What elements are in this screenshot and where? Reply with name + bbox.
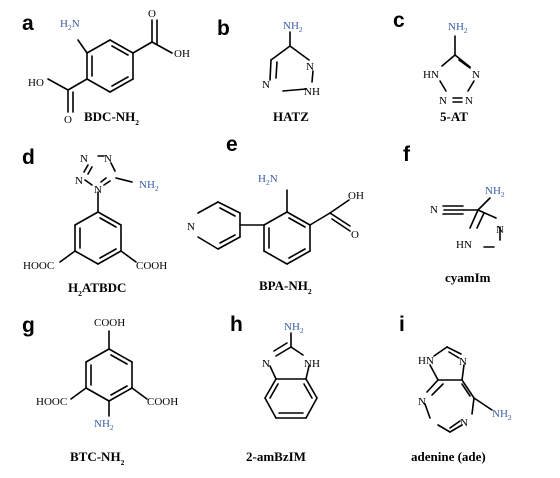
nh-label-b: NH bbox=[304, 86, 320, 98]
panel-b: b NH2 N NH N HATZ bbox=[217, 17, 320, 124]
panel-f: f N NH2 HN N cyamIm bbox=[403, 143, 505, 285]
amine-label-g: NH2 bbox=[94, 418, 114, 432]
amine-label-f: NH2 bbox=[485, 185, 505, 199]
compound-name-f: cyamIm bbox=[445, 270, 491, 285]
structure-b bbox=[269, 31, 314, 92]
nh-label-h: NH bbox=[304, 358, 320, 370]
amine-label-d: NH2 bbox=[139, 179, 159, 193]
carboxyl-label-d-right: COOH bbox=[136, 260, 167, 272]
compound-name-h: 2-amBzIM bbox=[246, 449, 306, 464]
hydroxyl-label-a-right: OH bbox=[174, 48, 190, 60]
carboxyl-label-g-top: COOH bbox=[94, 317, 125, 329]
carboxyl-label-g-right: COOH bbox=[147, 396, 178, 408]
nitrogen-label-h: N bbox=[262, 358, 270, 370]
nitrile-nitrogen-label-f: N bbox=[430, 204, 438, 216]
structure-f bbox=[442, 197, 501, 248]
compound-name-e: BPA-NH2 bbox=[259, 278, 312, 296]
panel-i: i HN N N N NH2 adenine (ade) bbox=[399, 313, 512, 464]
compound-name-b: HATZ bbox=[273, 109, 309, 124]
nitrogen-label-b-2: N bbox=[262, 79, 270, 91]
panel-letter-b: b bbox=[217, 17, 230, 40]
oxygen-label-a-right: O bbox=[148, 8, 156, 20]
carboxyl-label-d-left: HOOC bbox=[23, 260, 54, 272]
structure-h bbox=[264, 332, 318, 419]
nitrogen-label-i-2: N bbox=[418, 396, 426, 408]
panel-e: e N H2N OH O BPA bbox=[187, 133, 364, 296]
panel-letter-h: h bbox=[230, 313, 243, 336]
nitrogen-label-d-2: N bbox=[104, 153, 112, 165]
amine-label-h: NH2 bbox=[284, 321, 304, 335]
nitrogen-label-i-3: N bbox=[460, 417, 468, 429]
nitrogen-label-f: N bbox=[496, 224, 504, 236]
nitrogen-label-b-1: N bbox=[306, 61, 314, 73]
compound-name-i: adenine (ade) bbox=[411, 449, 486, 464]
nitrogen-label-d-1: N bbox=[80, 153, 88, 165]
panel-letter-g: g bbox=[22, 314, 35, 337]
amine-label-c: NH2 bbox=[448, 21, 468, 35]
panel-h: h NH2 N NH 2-amBzIM bbox=[230, 313, 320, 464]
hn-label-f: HN bbox=[456, 239, 472, 251]
compound-name-c: 5-AT bbox=[440, 109, 468, 124]
hydroxyl-label-e: OH bbox=[348, 190, 364, 202]
structure-e bbox=[197, 189, 351, 265]
hn-label-c: HN bbox=[423, 69, 439, 81]
panel-letter-d: d bbox=[22, 146, 35, 169]
compound-name-d: H2ATBDC bbox=[68, 280, 126, 298]
nitrogen-label-c-1: N bbox=[472, 69, 480, 81]
structure-a bbox=[47, 19, 173, 113]
structure-g bbox=[70, 330, 148, 417]
panel-letter-a: a bbox=[22, 12, 34, 35]
amine-label-a: H2N bbox=[60, 18, 80, 32]
panel-a: a H2N HO O O OH BDC-NH2 bbox=[22, 8, 190, 127]
amine-label-b: NH2 bbox=[283, 20, 303, 34]
nitrogen-label-c-2: N bbox=[439, 95, 447, 107]
oxygen-label-e: O bbox=[351, 229, 359, 241]
nitrogen-label-d-3: N bbox=[75, 175, 83, 187]
panel-letter-c: c bbox=[393, 9, 405, 32]
structure-i bbox=[424, 346, 493, 433]
nitrogen-label-c-3: N bbox=[465, 95, 473, 107]
panel-d: d N N N N NH2 HOOC COO bbox=[22, 146, 167, 298]
hn-label-i: HN bbox=[418, 355, 434, 367]
compound-name-g: BTC-NH2 bbox=[70, 449, 125, 467]
pyridine-nitrogen-label-e: N bbox=[187, 221, 195, 233]
hydroxyl-label-a-left: HO bbox=[28, 77, 44, 89]
compound-name-a: BDC-NH2 bbox=[84, 109, 139, 127]
oxygen-label-a-left: O bbox=[64, 114, 72, 126]
panel-c: c NH2 HN N N N 5-AT bbox=[393, 9, 480, 124]
carboxyl-label-g-left: HOOC bbox=[36, 396, 67, 408]
amine-label-e: H2N bbox=[258, 173, 278, 187]
nitrogen-label-d-4: N bbox=[94, 184, 102, 196]
structure-c bbox=[439, 35, 475, 103]
panel-letter-i: i bbox=[399, 313, 405, 336]
structure-d bbox=[59, 155, 137, 265]
panel-g: g COOH HOOC COOH NH2 BTC-NH2 bbox=[22, 314, 178, 467]
amine-label-i: NH2 bbox=[492, 408, 512, 422]
panel-letter-f: f bbox=[403, 143, 411, 166]
panel-letter-e: e bbox=[226, 133, 238, 156]
nitrogen-label-i-1: N bbox=[459, 356, 467, 368]
